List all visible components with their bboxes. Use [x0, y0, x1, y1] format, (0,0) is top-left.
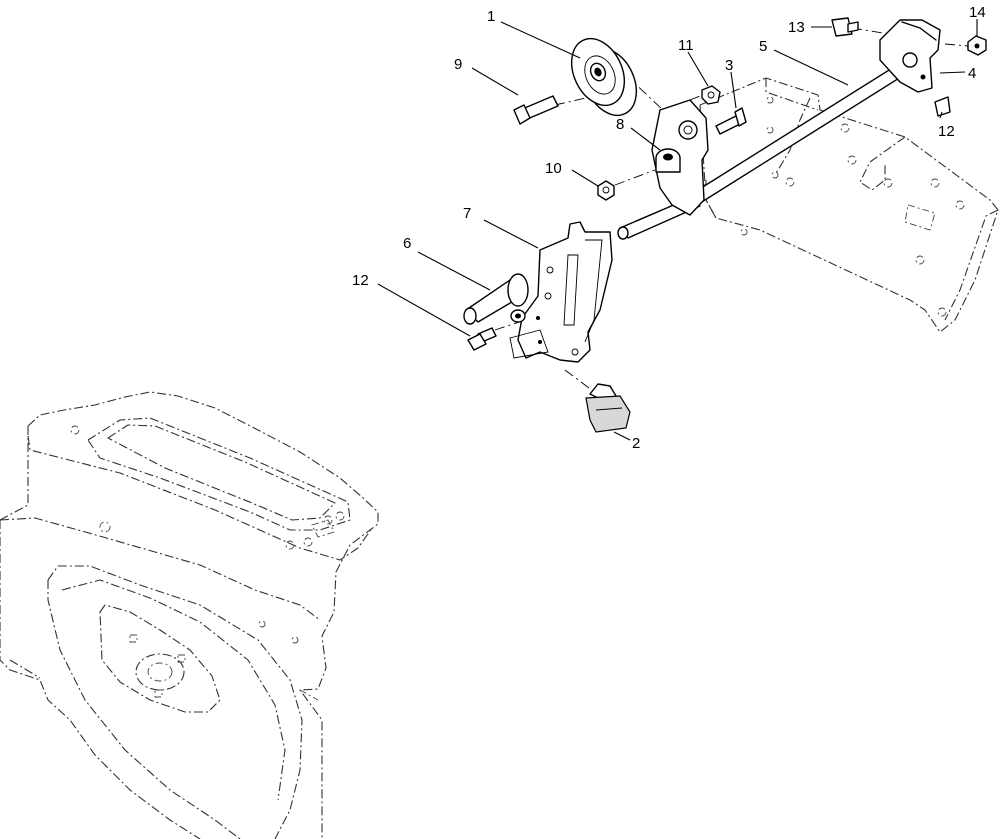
callout-2: 2: [632, 435, 640, 452]
callout-7: 7: [463, 205, 471, 222]
end-bracket: [879, 19, 951, 117]
nut-14: [967, 35, 987, 56]
nut-10: [597, 180, 615, 201]
callout-labels: 1 2 3 4 5 6 7 8 9 10 11 12 12 13 14: [352, 4, 986, 452]
knob: [585, 383, 631, 433]
callout-6: 6: [403, 235, 411, 252]
callout-9: 9: [454, 56, 462, 73]
callout-13: 13: [788, 19, 805, 36]
callout-8: 8: [616, 116, 624, 133]
callout-4: 4: [968, 65, 976, 82]
callout-12-lower: 12: [352, 272, 369, 289]
pivot-bushing: [655, 148, 681, 173]
idler-pulley: [570, 37, 638, 117]
bracket: [509, 221, 613, 363]
frame-housing-ghost: [0, 391, 379, 839]
nut-11: [701, 85, 721, 105]
callout-14: 14: [969, 4, 986, 21]
bolt-12-lower: [467, 327, 497, 351]
callout-11: 11: [678, 37, 694, 54]
callout-12-upper: 12: [938, 123, 955, 140]
bolt-9: [513, 95, 559, 125]
callout-1: 1: [487, 8, 495, 25]
callout-5: 5: [759, 38, 767, 55]
pivot-tube: [463, 273, 529, 325]
callout-10: 10: [545, 160, 562, 177]
leader-lines: [377, 19, 978, 441]
callout-3: 3: [725, 57, 733, 74]
bolt-13: [831, 17, 859, 37]
screw-3: [715, 107, 747, 135]
mounting-plate-ghost: [699, 77, 999, 333]
